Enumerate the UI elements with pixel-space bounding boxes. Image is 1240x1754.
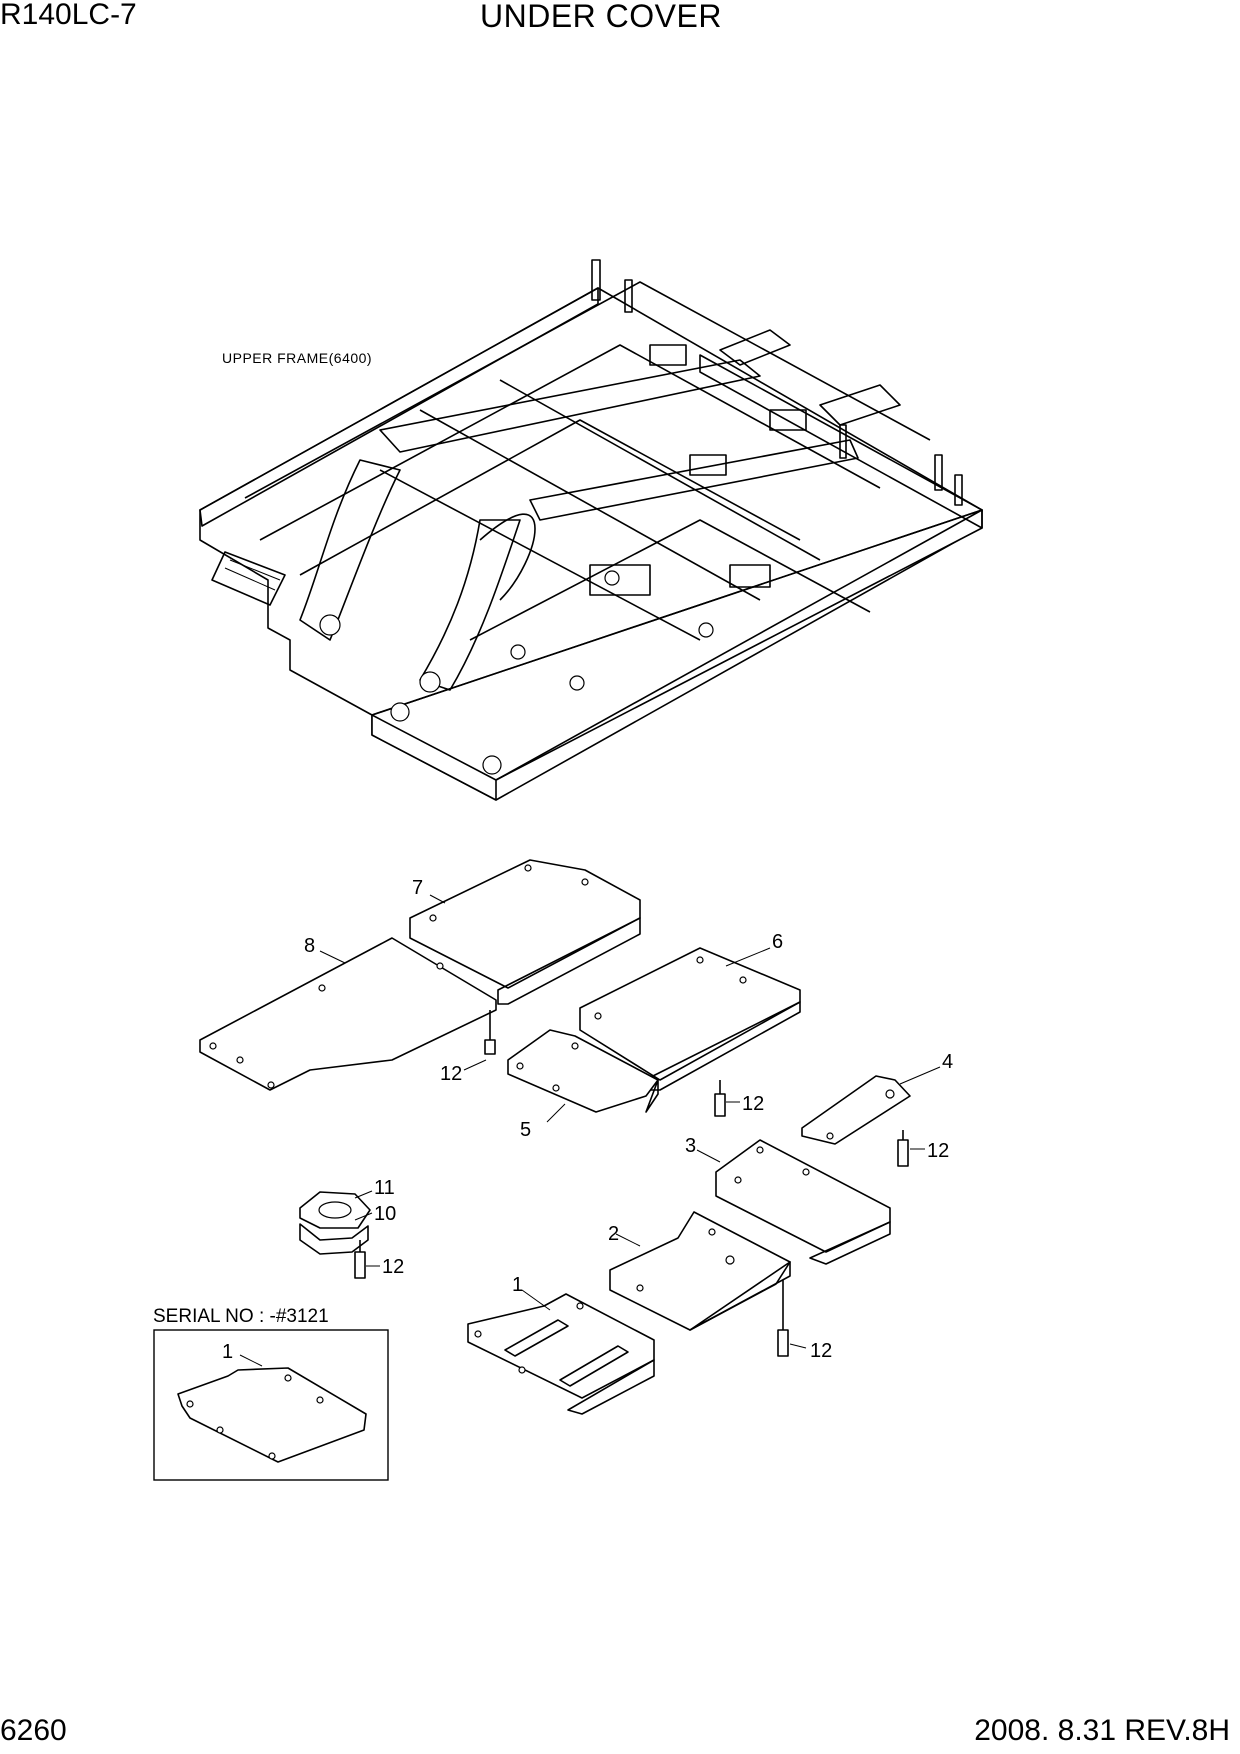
- upper-frame-drawing: UPPER FRAME(6400): [199, 259, 983, 801]
- revision-date: 2008. 8.31 REV.8H: [974, 1714, 1230, 1747]
- bolt-12-icon: [777, 1280, 789, 1357]
- cover-plate-5: [507, 1029, 659, 1113]
- cover-plate-2: [609, 1211, 791, 1331]
- serial-label: SERIAL NO : -#3121: [153, 1306, 329, 1327]
- callout-12-b: 12: [742, 1093, 764, 1115]
- cover-plate-8: [199, 937, 497, 1091]
- leader-lines: [239, 894, 941, 1367]
- serial-inset: SERIAL NO : -#3121 1: [153, 1306, 389, 1481]
- page-title: UNDER COVER: [480, 0, 722, 34]
- inset-callout-1: 1: [222, 1341, 233, 1363]
- callout-1: 1: [512, 1274, 523, 1296]
- bolt-12-icon: [714, 1080, 726, 1117]
- cover-plate-1: [467, 1293, 655, 1415]
- callout-12-d: 12: [382, 1256, 404, 1278]
- callout-11: 11: [374, 1177, 395, 1199]
- callout-4: 4: [942, 1051, 953, 1073]
- cover-plate-6: [579, 947, 801, 1091]
- cover-plate-4: [801, 1075, 911, 1145]
- cover-plate-3: [715, 1139, 891, 1265]
- callout-8: 8: [304, 935, 315, 957]
- callout-5: 5: [520, 1119, 531, 1141]
- callout-12-e: 12: [810, 1340, 832, 1362]
- callout-2: 2: [608, 1223, 619, 1245]
- bolt-12-icon: [354, 1240, 366, 1279]
- callout-3: 3: [685, 1135, 696, 1157]
- model-number: R140LC-7: [0, 0, 137, 31]
- callout-7: 7: [412, 877, 423, 899]
- upper-frame-label: UPPER FRAME(6400): [222, 350, 372, 366]
- callout-12-c: 12: [927, 1140, 949, 1162]
- callout-6: 6: [772, 931, 783, 953]
- callout-12-a: 12: [440, 1063, 462, 1085]
- bolt-12-icon: [897, 1130, 909, 1167]
- bolt-12-icon: [484, 1010, 496, 1055]
- page-number: 6260: [0, 1714, 67, 1747]
- flange-plates-10-11: [299, 1191, 371, 1255]
- callout-10: 10: [374, 1203, 396, 1225]
- cover-plate-7: [409, 859, 641, 1005]
